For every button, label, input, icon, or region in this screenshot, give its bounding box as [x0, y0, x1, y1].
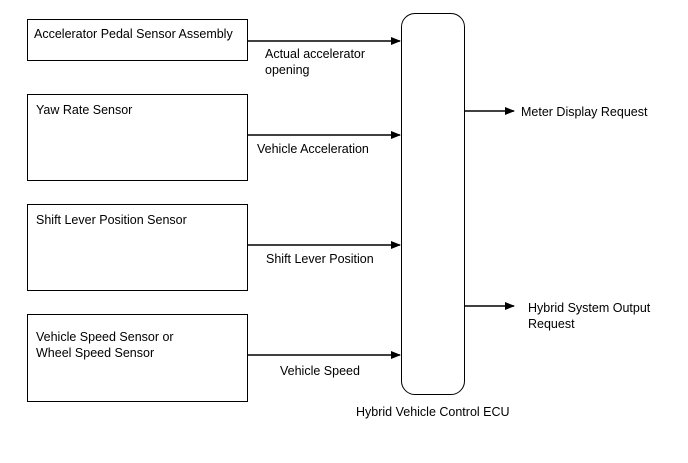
speed-signal-label: Vehicle Speed	[280, 364, 360, 378]
yaw-rate-sensor-label: Yaw Rate Sensor	[36, 103, 133, 117]
accelerator-pedal-sensor-label: Accelerator Pedal Sensor Assembly	[34, 27, 233, 41]
accelerator-signal-label: Actual accelerator opening	[265, 47, 366, 77]
vehicle-speed-sensor-label: Vehicle Speed Sensor or Wheel Speed Sens…	[36, 330, 174, 360]
yaw-rate-sensor-box: Yaw Rate Sensor	[27, 94, 248, 181]
shift-signal-label: Shift Lever Position	[266, 252, 374, 266]
yaw-signal-label: Vehicle Acceleration	[257, 142, 369, 156]
meter-display-request-label: Meter Display Request	[521, 105, 648, 119]
hybrid-vehicle-control-ecu-box	[401, 13, 465, 395]
hybrid-system-output-request-label: Hybrid System Output Request	[528, 301, 651, 331]
vehicle-speed-sensor-box: Vehicle Speed Sensor or Wheel Speed Sens…	[27, 314, 248, 402]
accelerator-pedal-sensor-box: Accelerator Pedal Sensor Assembly	[27, 19, 248, 61]
ecu-label: Hybrid Vehicle Control ECU	[356, 405, 510, 419]
shift-lever-sensor-label: Shift Lever Position Sensor	[36, 213, 187, 227]
shift-lever-sensor-box: Shift Lever Position Sensor	[27, 204, 248, 291]
